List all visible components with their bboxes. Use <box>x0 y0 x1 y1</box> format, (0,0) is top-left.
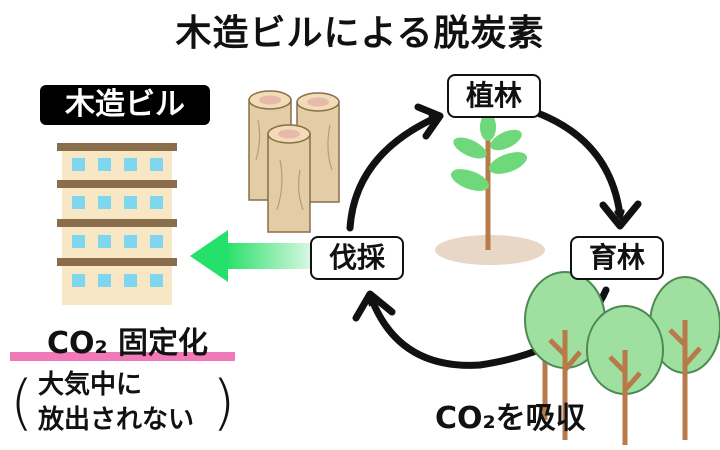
co2-fixation-label: CO₂ 固定化 <box>46 326 209 361</box>
paren-close: ) <box>212 368 236 438</box>
cycle-label-planting: 植林 <box>447 74 541 118</box>
highlight-underline <box>10 352 235 361</box>
sapling-icon <box>435 113 545 265</box>
building-label: 木造ビル <box>40 85 210 125</box>
wooden-building-icon <box>57 143 177 305</box>
note-text: 大気中に 放出されない <box>38 368 213 438</box>
green-arrow <box>190 230 310 282</box>
note-line-2: 放出されない <box>38 405 195 435</box>
logs-icon <box>248 90 340 233</box>
cycle-arrowheads <box>352 103 642 322</box>
co2-absorption-label: CO₂を吸収 <box>435 401 586 436</box>
cycle-label-forest-care: 育林 <box>570 236 664 280</box>
note-line-1: 大気中に <box>38 370 143 400</box>
page-title: 木造ビルによる脱炭素 <box>175 13 545 54</box>
cycle-label-harvest: 伐採 <box>310 236 404 280</box>
paren-open: ( <box>10 368 34 438</box>
forest-icon <box>524 271 720 445</box>
